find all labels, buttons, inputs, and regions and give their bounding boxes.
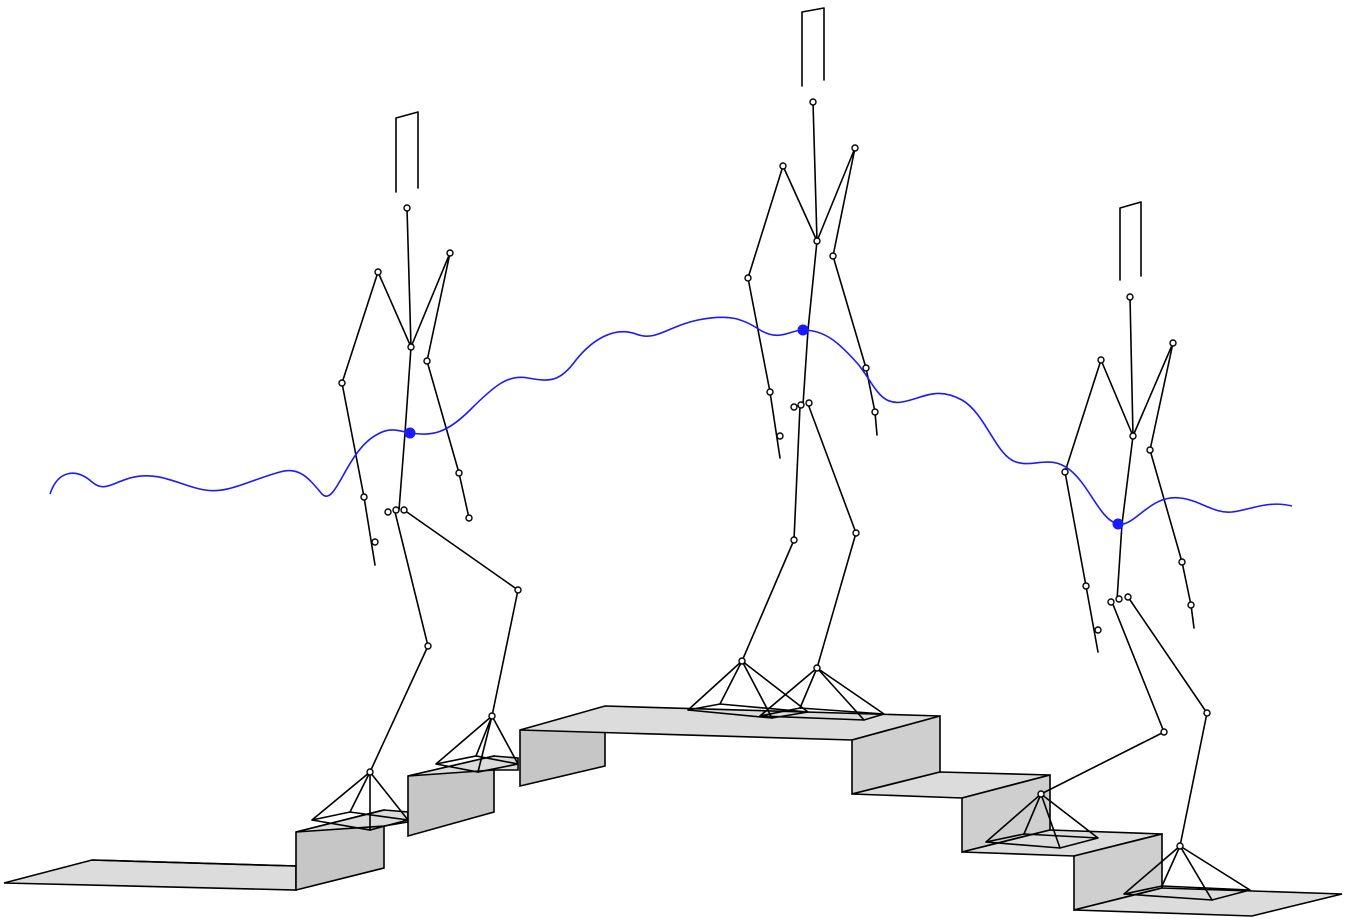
leg-left [741,405,801,662]
arm-right [832,255,878,436]
head-marker [395,111,419,193]
joints [1037,293,1211,850]
joints [738,98,879,672]
step-1-tread [295,809,409,833]
leg-left [369,511,429,773]
head-marker [1119,201,1142,281]
shoulder-right-2 [1149,342,1174,451]
com-trajectory [49,316,1293,530]
arm-left [341,271,379,566]
shoulder-left [377,271,412,348]
com-trajectory-curve [49,316,1293,525]
leg-right [807,403,857,669]
spine [802,101,818,406]
spine [398,207,412,511]
foot-right [435,715,519,773]
leg-right [403,509,519,717]
leg-left [1040,601,1165,795]
foot-left [311,771,409,831]
shoulder-right [816,147,856,242]
shoulder-right [1132,342,1174,437]
shoulder-left [782,165,818,242]
foot-right [1123,845,1251,901]
walker-3 [985,201,1251,901]
foot-left [985,793,1099,849]
ground-left-edge [91,859,297,867]
shoulder-right-2 [832,147,856,257]
arm-left [1064,359,1102,653]
head-marker [801,7,825,87]
arm-left [747,165,784,459]
staircase [3,705,1343,917]
walker-2 [687,7,885,721]
com-marker-walker-2 [797,324,809,336]
shoulder-right-2 [426,252,451,362]
com-marker-walker-3 [1112,518,1124,530]
shoulder-right [410,252,451,348]
shoulder-left [1100,359,1134,437]
walker-1 [311,111,522,831]
leg-right [1127,596,1208,847]
spine [1116,296,1134,601]
com-marker-walker-1 [404,427,416,439]
joints [338,204,522,776]
arm-right [1149,449,1195,629]
arm-right [426,360,470,519]
foot-left [687,660,809,719]
foot-right [759,667,885,721]
